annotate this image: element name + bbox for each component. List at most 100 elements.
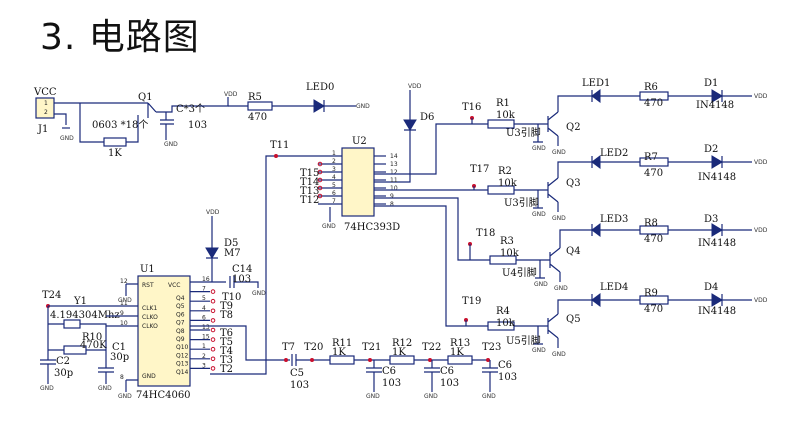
svg-text:U5引脚: U5引脚 [506,334,541,347]
svg-text:D5: D5 [224,238,238,249]
svg-text:103: 103 [498,372,517,383]
svg-text:VCC: VCC [168,282,180,289]
svg-text:470: 470 [248,112,267,123]
svg-text:103: 103 [232,274,251,285]
gnd-label: GND [554,285,568,292]
svg-text:R5: R5 [248,92,262,103]
svg-text:GND: GND [252,290,266,297]
svg-text:CLKO: CLKO [142,314,158,321]
svg-text:R4: R4 [496,306,510,317]
svg-text:U3引脚: U3引脚 [504,196,539,209]
gnd-label: GND [534,281,548,288]
svg-text:470: 470 [644,234,663,245]
svg-text:GND: GND [424,393,438,400]
svg-text:R12: R12 [392,338,412,349]
r-1k [103,137,127,147]
svg-text:T5: T5 [220,337,233,348]
u1-chip [137,275,191,387]
j1-connector [35,97,55,119]
u2-right-pin: 11 [390,177,398,184]
svg-text:30p: 30p [54,368,73,379]
u1-right-pin: 4 [202,305,206,312]
u1-right-pin: 5 [202,295,206,302]
svg-text:R8: R8 [644,218,658,229]
svg-text:103: 103 [382,378,401,389]
u2-left-pin: 4 [332,174,336,181]
u1-right-pin: 7 [202,286,206,293]
svg-text:T20: T20 [304,342,323,353]
u1-output-name: Q8 [176,328,185,335]
svg-text:2: 2 [44,109,48,116]
svg-text:LED4: LED4 [600,282,628,293]
svg-text:D6: D6 [420,112,434,123]
svg-text:T18: T18 [476,228,495,239]
u1-left-pin: 8 [120,374,124,381]
svg-text:Q2: Q2 [566,122,581,133]
res0603-label: 0603 *18个 [92,119,148,131]
svg-text:GND: GND [118,393,132,400]
y1-crystal [63,319,81,329]
svg-text:470K: 470K [80,340,107,351]
vdd-label: VDD [754,297,768,304]
u1-right-pin: 15 [202,334,210,341]
u1-output-name: Q4 [176,295,185,302]
svg-text:C14: C14 [232,264,252,275]
svg-text:R13: R13 [450,338,470,349]
svg-text:470: 470 [644,98,663,109]
gnd-label: GND [532,145,546,152]
svg-text:T14: T14 [300,177,319,188]
vcc-label: VCC [33,87,57,98]
svg-text:T19: T19 [462,296,481,307]
u2-left-pin: 7 [332,198,336,205]
svg-text:LED1: LED1 [582,78,610,89]
svg-text:IN4148: IN4148 [696,100,734,111]
svg-text:T9: T9 [220,301,233,312]
svg-text:T15: T15 [300,168,319,179]
svg-text:T17: T17 [470,164,489,175]
svg-text:M7: M7 [224,248,241,259]
svg-text:IN4148: IN4148 [698,306,736,317]
svg-text:IN4148: IN4148 [698,172,736,183]
svg-text:1K: 1K [332,347,346,358]
svg-text:D2: D2 [704,144,718,155]
svg-text:Q3: Q3 [566,178,581,189]
svg-text:C6: C6 [440,366,454,377]
svg-text:IN4148: IN4148 [698,238,736,249]
svg-text:10k: 10k [498,178,518,189]
svg-text:470: 470 [644,168,663,179]
u1-right-pin: 13 [202,324,210,331]
svg-text:R1: R1 [496,98,510,109]
svg-text:C1: C1 [112,342,126,353]
u1-output-name: Q10 [176,344,189,351]
u1-output-name: Q6 [176,311,185,318]
svg-text:VDD: VDD [224,91,238,98]
svg-text:CLK1: CLK1 [142,305,157,312]
svg-text:GND: GND [366,393,380,400]
svg-text:1K: 1K [392,347,406,358]
svg-text:D3: D3 [704,214,718,225]
gnd-label: GND [552,215,566,222]
svg-text:C2: C2 [56,356,70,367]
svg-text:103: 103 [188,120,207,131]
u2-right-pin: 12 [390,169,398,176]
svg-text:GND: GND [482,393,496,400]
svg-text:T4: T4 [220,346,233,357]
u1-left-pin: 12 [120,278,128,285]
svg-text:RST: RST [142,282,154,289]
svg-text:U3引脚: U3引脚 [506,126,541,139]
svg-text:R11: R11 [332,338,352,349]
u1-output-name: Q5 [176,303,185,310]
svg-text:GND: GND [322,223,336,230]
gnd-label: GND [532,347,546,354]
u2-right-pin: 8 [390,201,394,208]
svg-text:10k: 10k [496,110,516,121]
svg-text:T12: T12 [300,195,319,206]
r5-resistor [247,101,273,111]
u1-output-name: Q14 [176,369,189,376]
u2-left-pin: 5 [332,182,336,189]
u2-right-pin: 10 [390,185,398,192]
svg-text:10k: 10k [500,248,520,259]
